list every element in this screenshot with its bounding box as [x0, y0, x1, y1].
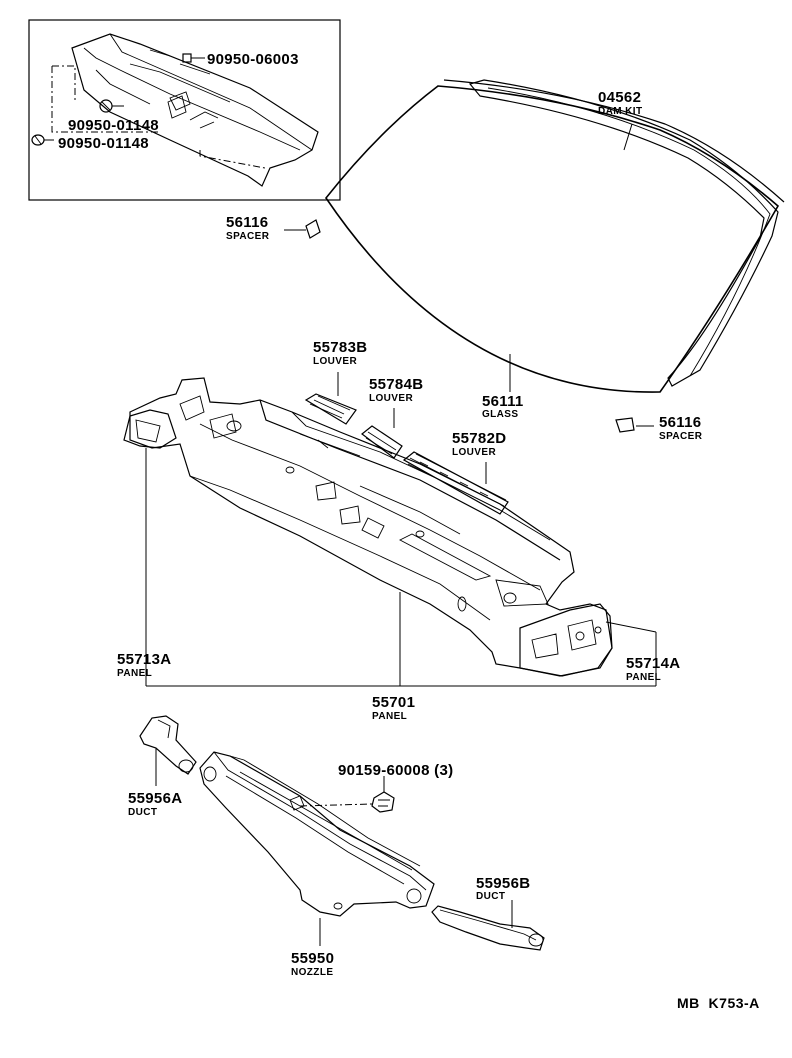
part-number-90950-06003: 90950-06003 — [207, 51, 299, 68]
part-name-duct-55956b: DUCT — [476, 891, 506, 902]
part-number-55956b: 55956B — [476, 875, 531, 892]
part-name-duct-55956a: DUCT — [128, 807, 158, 818]
part-name-glass: GLASS — [482, 409, 519, 420]
part-name-louver-55782d: LOUVER — [452, 447, 497, 458]
part-number-56111: 56111 — [482, 393, 524, 410]
part-number-90159-60008: 90159-60008 (3) — [338, 762, 454, 779]
part-number-55714a: 55714A — [626, 655, 681, 672]
part-name-louver-55783b: LOUVER — [313, 356, 358, 367]
part-name-panel-55701: PANEL — [372, 711, 408, 722]
part-number-55784b: 55784B — [369, 376, 424, 393]
part-number-90950-01148-lower: 90950-01148 — [58, 135, 149, 152]
windshield-glass — [284, 79, 785, 433]
part-number-56116-top: 56116 — [226, 214, 269, 231]
part-number-55956a: 55956A — [128, 790, 183, 807]
part-number-55783b: 55783B — [313, 339, 368, 356]
nozzle-duct-assembly — [139, 715, 545, 951]
inset-detail — [28, 19, 341, 201]
part-name-louver-55784b: LOUVER — [369, 393, 414, 404]
part-number-55782d: 55782D — [452, 430, 507, 447]
part-name-spacer-right: SPACER — [659, 431, 703, 442]
part-number-55713a: 55713A — [117, 651, 172, 668]
part-name-dam-kit: DAM KIT — [598, 106, 643, 117]
part-number-55701: 55701 — [372, 694, 416, 711]
part-number-90950-01148-upper: 90950-01148 — [68, 117, 159, 134]
part-name-panel-55713a: PANEL — [117, 668, 153, 679]
part-number-04562: 04562 — [598, 89, 642, 106]
part-name-nozzle: NOZZLE — [291, 967, 334, 978]
cowl-panel — [123, 372, 657, 687]
part-number-55950: 55950 — [291, 950, 335, 967]
part-name-panel-55714a: PANEL — [626, 672, 662, 683]
part-number-56116-right: 56116 — [659, 414, 702, 431]
diagram-reference-code: MB K753-A — [677, 995, 760, 1011]
part-name-spacer-top: SPACER — [226, 231, 270, 242]
